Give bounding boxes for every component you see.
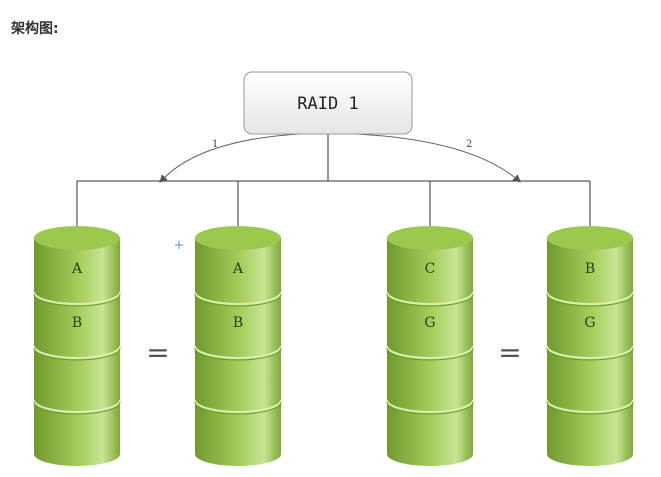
disk-segment-shadow <box>546 293 634 307</box>
disk-segment-divider <box>33 399 121 413</box>
disk-segment-divider <box>386 291 474 305</box>
equals-sign-left: = <box>146 336 169 369</box>
disk-body <box>195 238 281 466</box>
disk-block-label: C <box>425 261 436 277</box>
disk-block-label: A <box>232 261 244 277</box>
disk-segment-shadow <box>194 347 282 361</box>
disk-block-label: A <box>71 261 83 277</box>
raid1-label: RAID 1 <box>297 94 358 114</box>
disk-segment-divider <box>194 345 282 359</box>
disk-segment-divider <box>33 345 121 359</box>
disk-segment-divider <box>194 399 282 413</box>
equals-sign-right: = <box>498 336 521 369</box>
disk-body <box>387 238 473 466</box>
disk-segment-divider <box>546 399 634 413</box>
disk-segment-shadow <box>386 293 474 307</box>
disk-segment-shadow <box>386 347 474 361</box>
disk-segment-divider <box>546 345 634 359</box>
connector-lines <box>76 134 591 226</box>
disk-1: AB <box>33 226 121 466</box>
disk-top <box>34 226 120 250</box>
disk-block-label: B <box>72 315 82 331</box>
disk-segment-divider <box>386 399 474 413</box>
disk-segment-shadow <box>546 347 634 361</box>
arrow-2-label: 2 <box>466 139 472 150</box>
disk-segment-shadow <box>194 293 282 307</box>
disk-segment-divider <box>546 291 634 305</box>
disk-block-label: G <box>424 315 435 331</box>
disk-segment-shadow <box>386 401 474 415</box>
disk-top <box>387 226 473 250</box>
cursor-marker <box>175 241 183 249</box>
disk-top <box>547 226 633 250</box>
disk-3: CG <box>386 226 474 466</box>
disk-block-label: G <box>584 315 595 331</box>
disk-segment-shadow <box>194 401 282 415</box>
disk-segment-shadow <box>33 347 121 361</box>
disk-body <box>547 238 633 466</box>
disk-segment-shadow <box>546 401 634 415</box>
disk-block-label: B <box>585 261 595 277</box>
disk-segment-shadow <box>33 293 121 307</box>
disk-2: AB <box>194 226 282 466</box>
disk-4: BG <box>546 226 634 466</box>
disk-segment-divider <box>194 291 282 305</box>
disk-body <box>34 238 120 466</box>
page-heading: 架构图: <box>11 21 59 37</box>
disk-block-label: B <box>233 315 243 331</box>
disk-top <box>195 226 281 250</box>
disk-segment-divider <box>33 291 121 305</box>
arrow-1 <box>159 133 301 183</box>
arrow-2 <box>355 133 522 183</box>
disk-segment-shadow <box>33 401 121 415</box>
arrow-1-label: 1 <box>212 139 218 150</box>
raid1-box: RAID 1 <box>243 71 413 135</box>
disk-segment-divider <box>386 345 474 359</box>
